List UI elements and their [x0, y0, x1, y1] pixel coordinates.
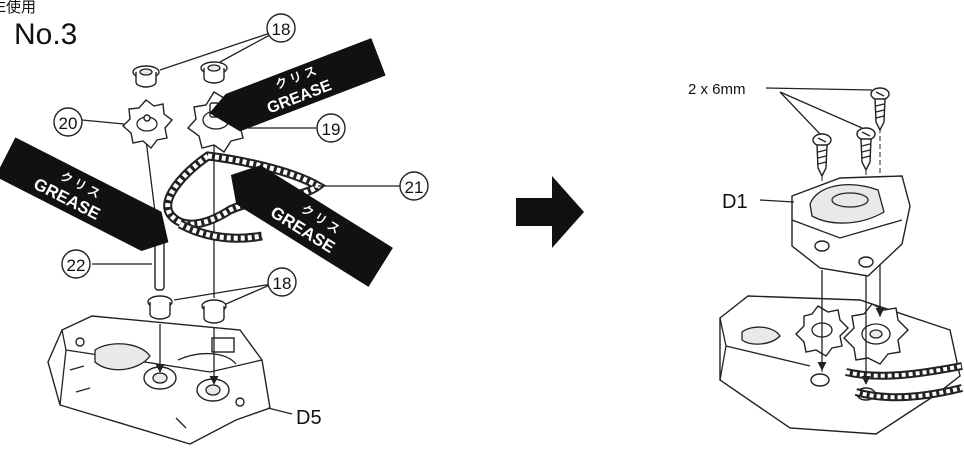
bushing-left-bottom — [147, 295, 173, 320]
base-plate-d5 — [47, 315, 271, 445]
screw-2-icon — [856, 127, 876, 172]
callout-20: 20 — [53, 107, 83, 137]
callout-21-label: 21 — [405, 178, 424, 197]
gear-right-large — [843, 303, 909, 365]
left-assembly: ク リ ス GREASE ク リ ス GREASE ク リ ス GREASE 1… — [0, 13, 429, 445]
cover-d1 — [791, 175, 911, 277]
callout-18-bottom-label: 18 — [273, 274, 292, 293]
callout-21: 21 — [399, 171, 429, 201]
callout-18-top: 18 — [266, 13, 296, 43]
grease-tube-top: ク リ ス GREASE — [209, 38, 386, 132]
screw-spec-label: 2 x 6mm — [688, 81, 746, 98]
base-label-d5: D5 — [296, 407, 322, 429]
callout-19: 19 — [316, 113, 346, 143]
callout-18-top-label: 18 — [272, 20, 291, 39]
screw-1-icon — [812, 133, 832, 178]
grease-tube-left: ク リ ス GREASE — [0, 137, 169, 252]
screw-3-icon — [870, 87, 890, 132]
grease-tube-right: ク リ ス GREASE — [230, 165, 393, 287]
chain-right — [845, 362, 963, 402]
bushing-right-bottom — [201, 299, 227, 324]
right-assembly: 2 x 6mm D1 — [688, 81, 963, 435]
gear-20 — [121, 99, 174, 150]
step-arrow-icon — [516, 176, 584, 248]
callout-22-label: 22 — [67, 256, 86, 275]
bushing-left-top — [132, 65, 160, 88]
bushing-right-top — [200, 61, 228, 84]
callout-19-label: 19 — [322, 120, 341, 139]
callout-22: 22 — [61, 249, 91, 279]
callout-18-bottom: 18 — [267, 267, 297, 297]
step-number: No.3 — [14, 18, 77, 51]
cover-label-d1: D1 — [722, 191, 748, 213]
usage-label: E使用 — [0, 0, 36, 16]
callout-20-label: 20 — [59, 114, 78, 133]
chain-21 — [163, 151, 327, 243]
